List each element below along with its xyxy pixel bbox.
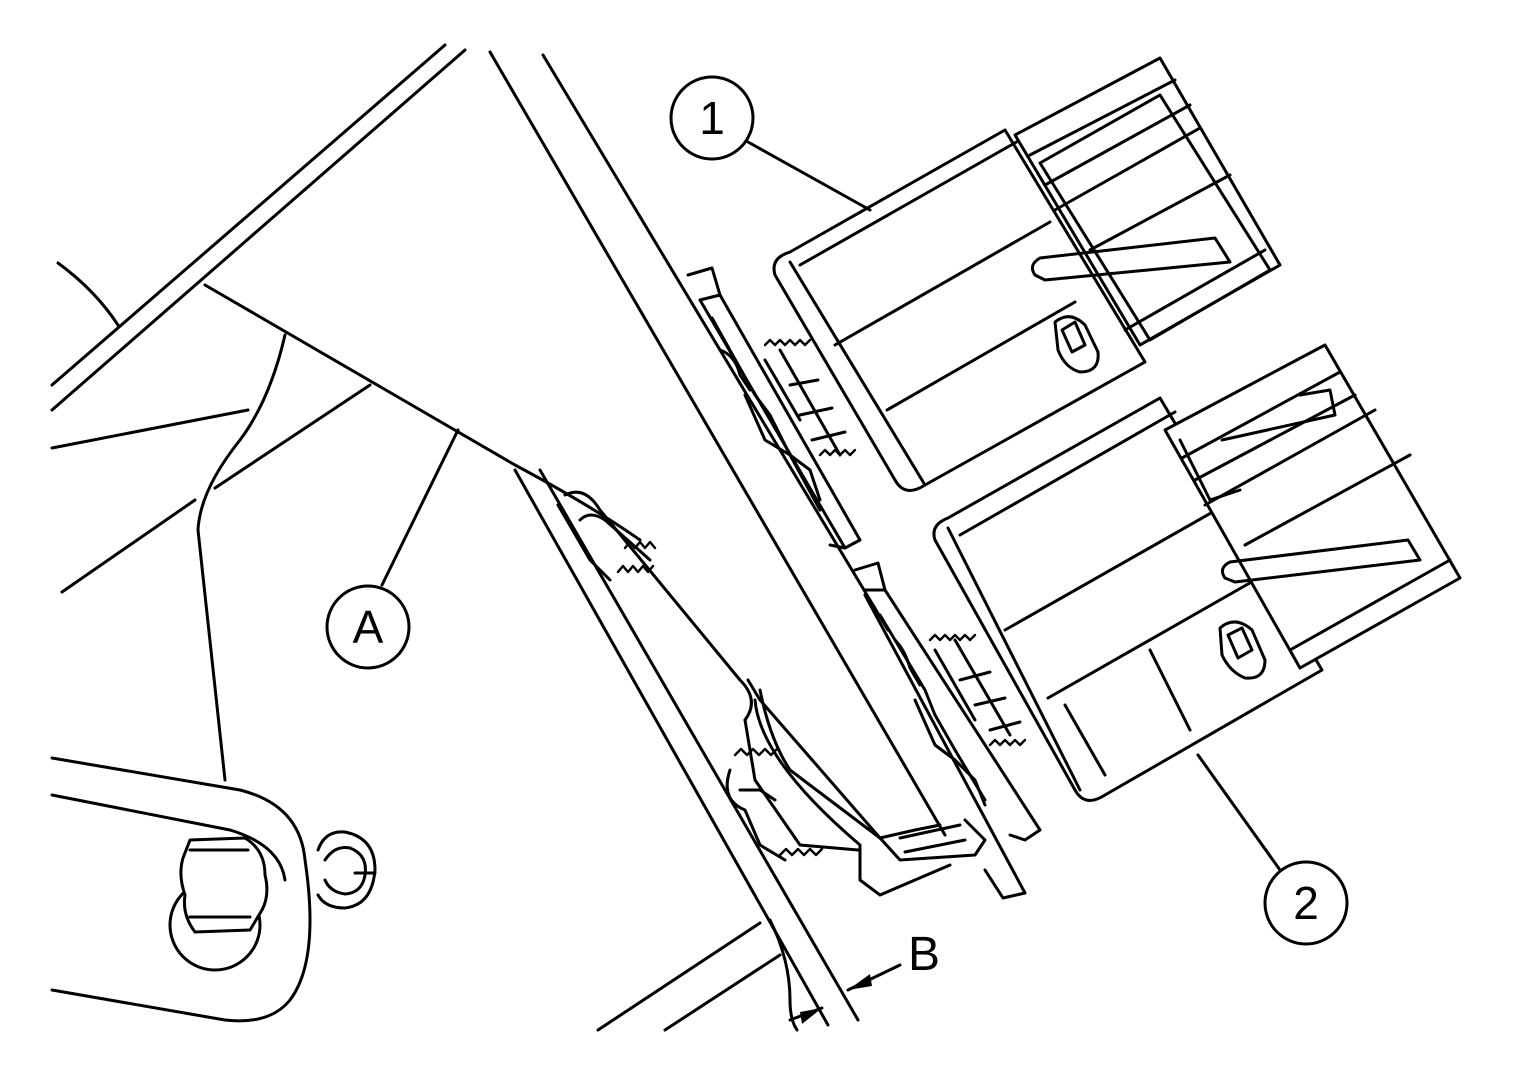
connector-1 xyxy=(772,56,1282,492)
leader-line-1 xyxy=(746,140,872,212)
callout-a: A xyxy=(325,584,411,670)
callout-1: 1 xyxy=(669,75,755,161)
socket-rail-1 xyxy=(686,266,862,550)
bracket-a xyxy=(556,490,987,897)
callout-a-label: A xyxy=(353,601,384,653)
leader-line-a xyxy=(380,428,460,587)
mounting-plate xyxy=(488,50,947,1032)
callout-2: 2 xyxy=(1263,860,1349,946)
callout-b-label: B xyxy=(908,928,940,981)
connector-2 xyxy=(932,343,1462,802)
callout-1-label: 1 xyxy=(699,92,725,144)
callout-2-label: 2 xyxy=(1293,877,1319,929)
socket-rail-2 xyxy=(853,561,1042,900)
leader-line-2 xyxy=(1196,753,1282,872)
mounting-bracket xyxy=(50,43,642,1023)
